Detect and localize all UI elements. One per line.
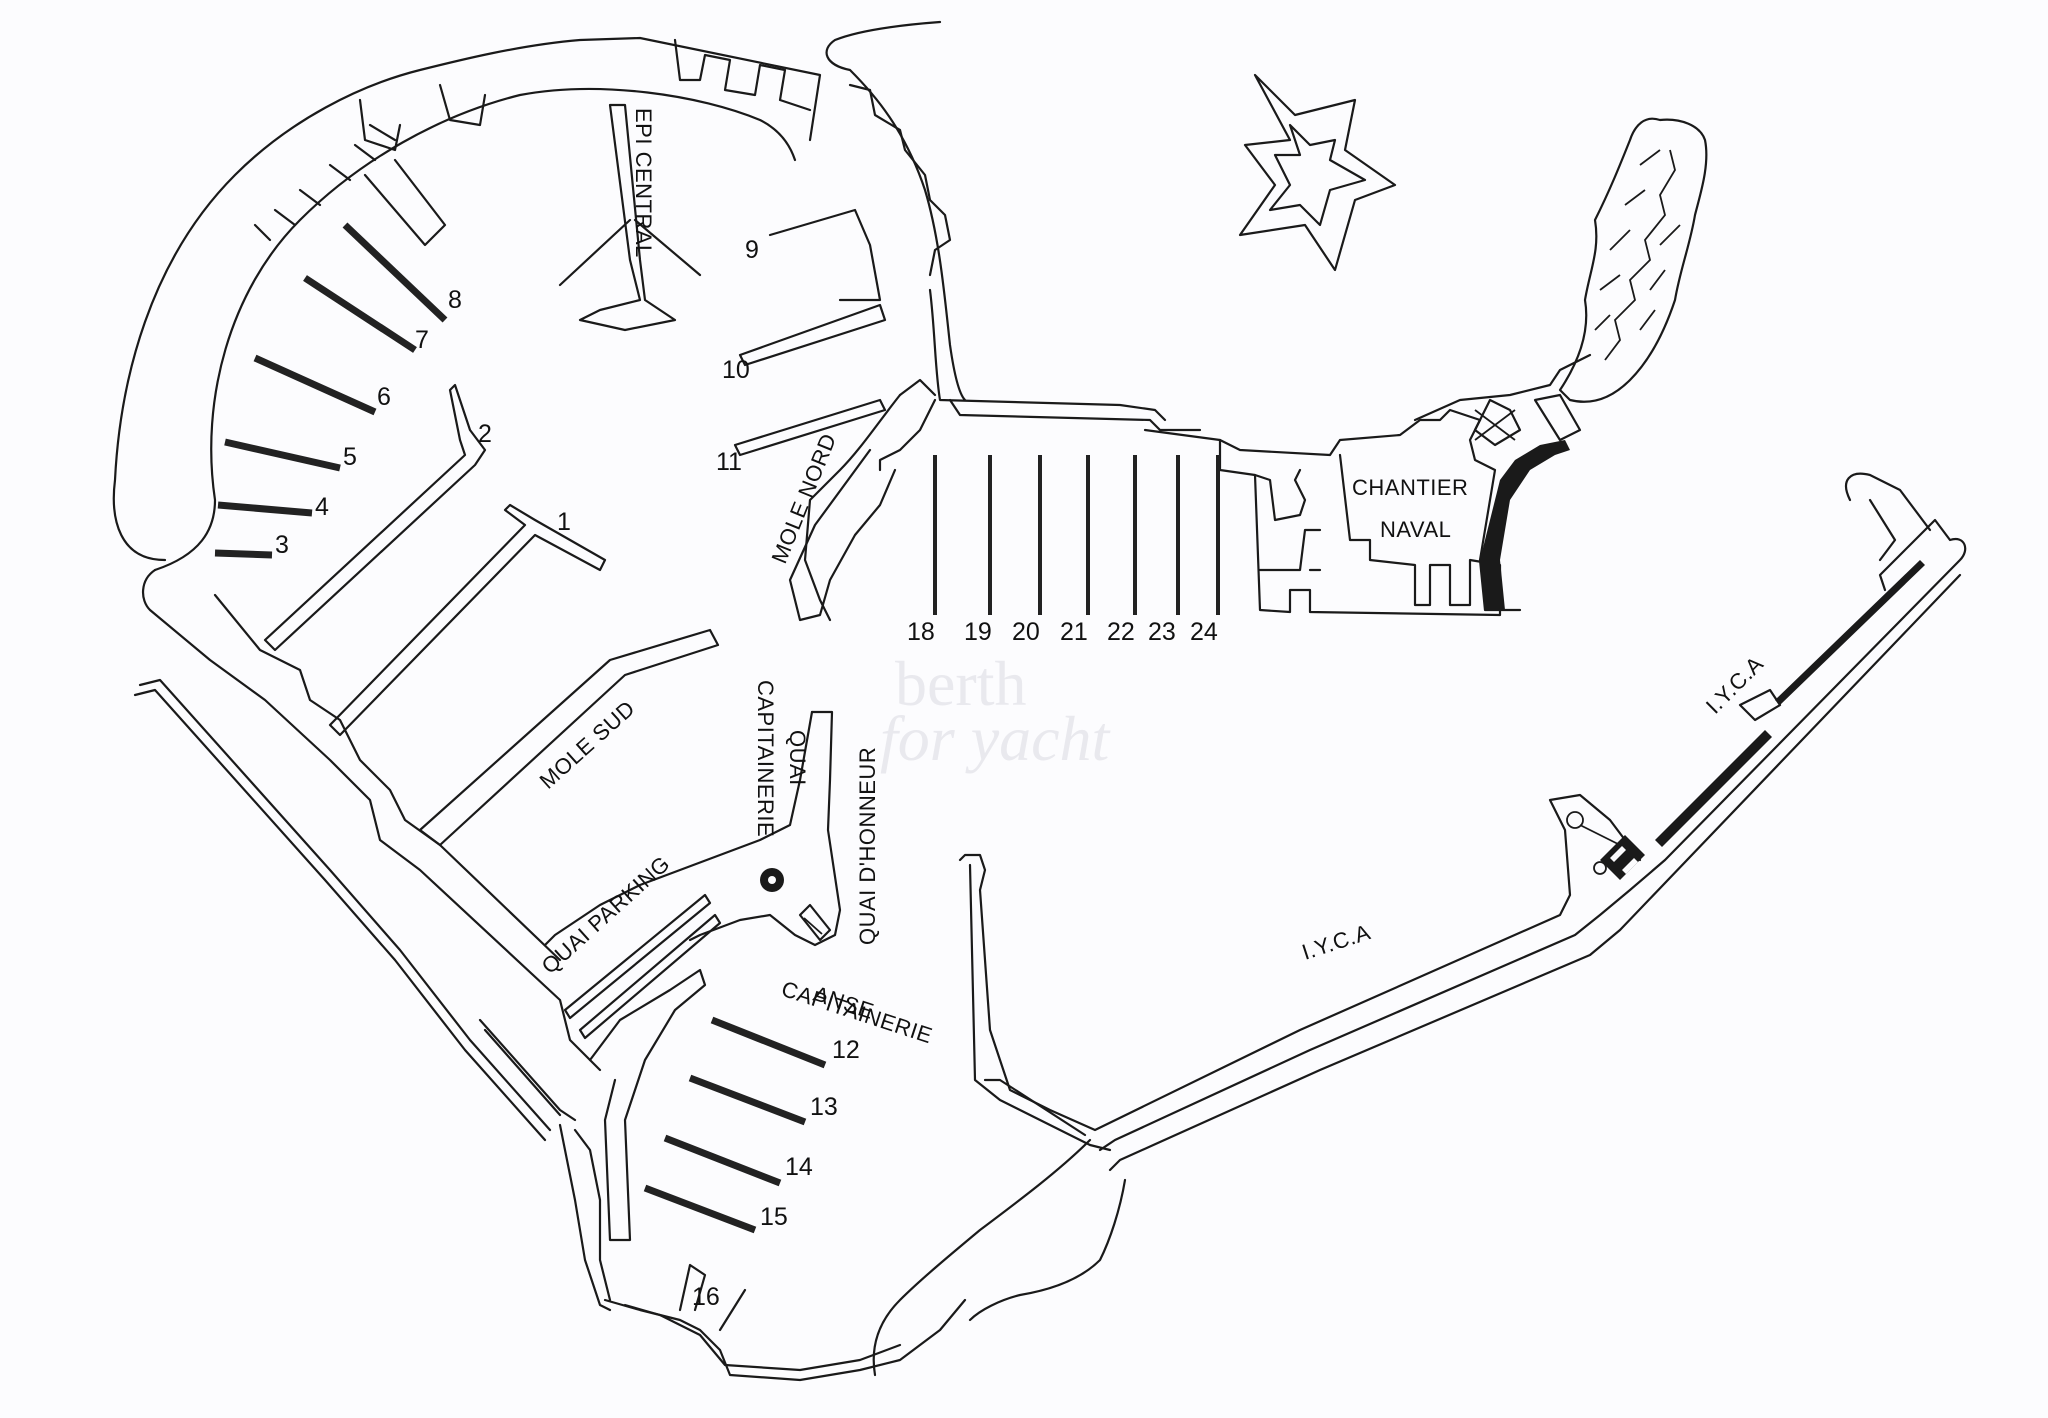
iyca-south-label: I.Y.C.A [1299,919,1374,965]
svg-text:berth: berth [895,648,1027,719]
berth-label-20: 20 [1012,618,1040,646]
berth-label-3: 3 [275,531,289,559]
berth-label-12: 12 [832,1036,860,1064]
berth-label-2: 2 [478,420,492,448]
berth-label-14: 14 [785,1153,813,1181]
berth-label-5: 5 [343,443,357,471]
berth-label-23: 23 [1148,618,1176,646]
quai-parking-label: QUAI PARKING [537,851,675,979]
south-breakwater [872,472,1967,1377]
berth-numbers: 1 2 3 4 5 6 7 8 9 10 11 12 13 14 15 16 1… [275,236,1218,1311]
pontoon-3 [214,549,273,559]
berth-label-11: 11 [716,448,742,476]
berth-label-19: 19 [964,618,992,646]
inner-basin [263,103,897,1242]
berth-label-7: 7 [415,326,429,354]
quai-honneur-label: QUAI D'HONNEUR [855,747,880,945]
mole-nord-label: MOLE NORD [766,430,841,567]
watermark: berth for yacht [880,648,1112,774]
berth-label-22: 22 [1107,618,1135,646]
area-labels: EPI CENTRAL MOLE NORD MOLE SUD QUAI CAPI… [535,108,1769,1048]
pontoon-7 [303,275,417,353]
berth-label-4: 4 [315,493,329,521]
berth-label-10: 10 [722,356,750,384]
berth-label-16: 16 [692,1283,720,1311]
svg-text:for yacht: for yacht [880,703,1112,774]
pontoon-4 [217,501,313,517]
berth-label-24: 24 [1190,618,1218,646]
naval-label: NAVAL [1380,517,1451,542]
quai-label: QUAI [785,730,810,786]
berth-label-15: 15 [760,1203,788,1231]
berth-label-8: 8 [448,286,462,314]
chantier-label: CHANTIER [1352,475,1468,500]
berth-label-6: 6 [377,383,391,411]
pontoon-13 [688,1074,807,1126]
quai-capitainerie-label: CAPITAINERIE [753,680,778,837]
fort-icon [1238,73,1397,272]
pontoon-14 [663,1134,782,1187]
berth-label-21: 21 [1060,618,1088,646]
pontoons [214,222,1925,1234]
berth-label-9: 9 [745,236,759,264]
southwest-quay [133,568,967,1382]
chantier-naval [1143,353,1592,617]
berth-label-1: 1 [557,508,571,536]
iyca-east-label: I.Y.C.A [1701,651,1768,718]
epi-central-label: EPI CENTRAL [631,108,656,258]
pontoon-15 [643,1184,757,1234]
pontoon-12 [710,1016,827,1069]
pontoon-8 [342,222,448,323]
rocky-outcrop-icon [1558,117,1708,403]
east-breakwater [803,20,1202,622]
north-breakwater [112,36,822,572]
berth-label-13: 13 [810,1093,838,1121]
pontoon-5 [224,438,341,472]
helipad-icon [1600,835,1645,880]
pontoon-6 [253,354,377,416]
berth-label-18: 18 [907,618,935,646]
